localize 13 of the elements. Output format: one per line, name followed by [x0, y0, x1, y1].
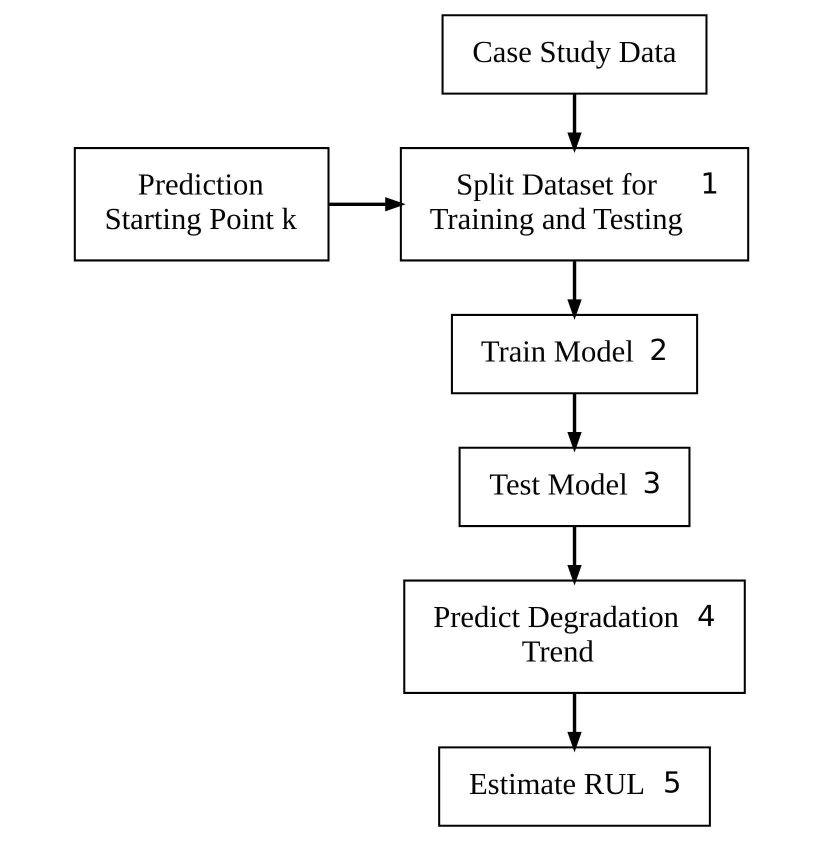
- node-box: Case Study Data: [442, 14, 708, 95]
- node-box: Train Model 2: [450, 314, 698, 394]
- node-box: Prediction Starting Point k: [74, 147, 330, 262]
- node-box: Test Model 3: [458, 446, 690, 528]
- node-box: Estimate RUL 5: [438, 746, 711, 827]
- arrow: [567, 260, 582, 320]
- arrow: [567, 526, 582, 586]
- arrow: [567, 394, 582, 452]
- arrow: [567, 692, 582, 752]
- node-box: Predict Degradation Trend 4: [403, 580, 746, 694]
- arrow: [329, 197, 406, 212]
- node-box: Split Dataset for Training and Testing 1: [400, 147, 750, 262]
- arrow: [567, 94, 582, 154]
